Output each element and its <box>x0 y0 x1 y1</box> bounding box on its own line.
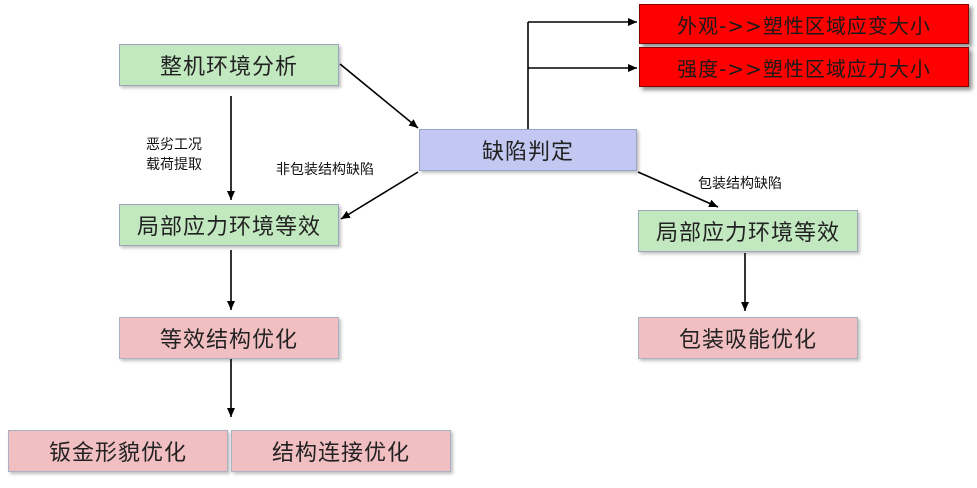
edge-label-pack-defect: 包装结构缺陷 <box>698 176 782 192</box>
node-local-stress-right: 局部应力环境等效 <box>638 210 858 252</box>
node-pack-absorb-opt: 包装吸能优化 <box>638 317 858 359</box>
arrow-defect-to-local-left <box>340 171 419 220</box>
node-local-stress-left: 局部应力环境等效 <box>119 204 339 246</box>
node-appearance-strain: 外观->>塑性区域应变大小 <box>639 4 969 44</box>
node-equiv-struct-opt: 等效结构优化 <box>119 317 339 359</box>
node-sheet-metal-opt: 钣金形貌优化 <box>8 430 228 472</box>
node-strength-stress: 强度->>塑性区域应力大小 <box>639 47 969 87</box>
edge-label-load-extraction: 载荷提取 <box>146 157 202 173</box>
edge-label-non-pack-defect: 非包装结构缺陷 <box>276 162 374 178</box>
node-defect-judgement: 缺陷判定 <box>419 129 637 171</box>
node-struct-conn-opt: 结构连接优化 <box>231 430 451 472</box>
node-whole-env-analysis: 整机环境分析 <box>119 44 339 86</box>
arrow-defect-to-local-right <box>637 171 719 208</box>
edge-label-harsh-condition: 恶劣工况 <box>146 137 202 153</box>
arrow-whole-to-defect <box>339 63 419 129</box>
